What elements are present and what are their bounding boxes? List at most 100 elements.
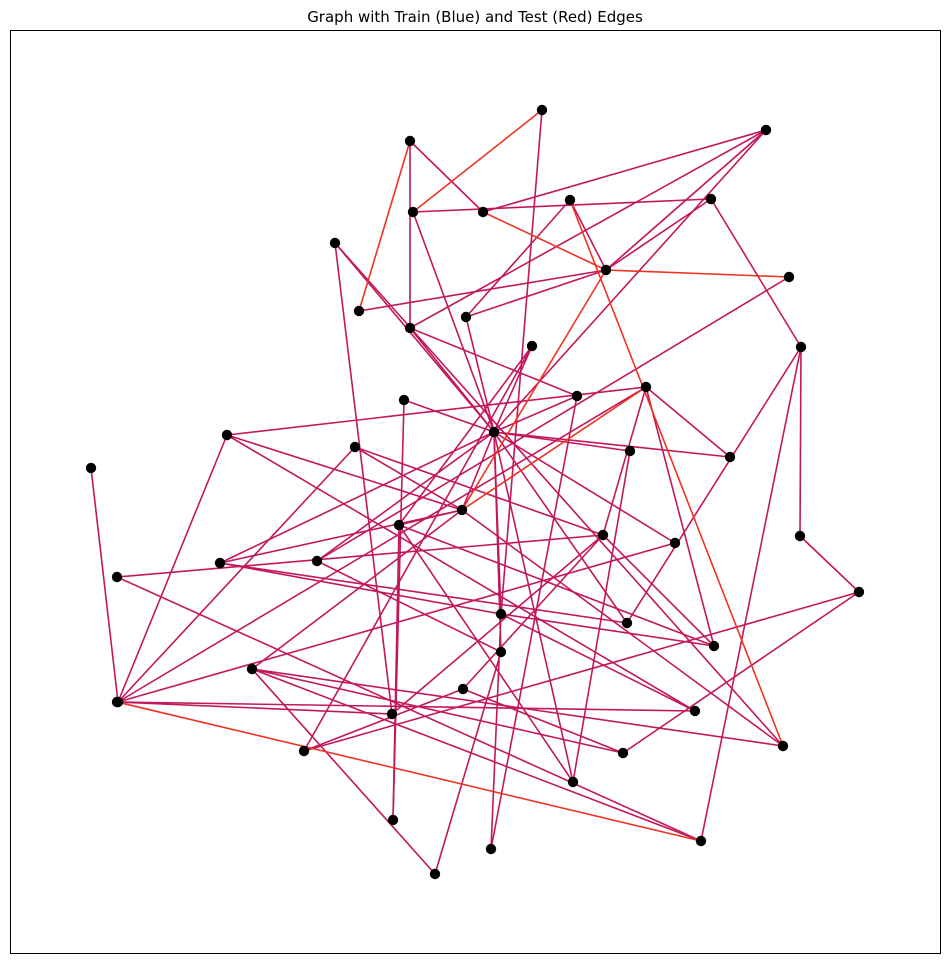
graph-node	[407, 206, 419, 218]
test-edge	[358, 140, 411, 312]
train-edge	[493, 431, 631, 452]
train-edge	[251, 668, 436, 875]
graph-node	[597, 529, 609, 541]
plot-frame	[10, 30, 941, 954]
graph-node	[495, 608, 507, 620]
graph-node	[404, 322, 416, 334]
train-edge	[602, 534, 715, 647]
graph-node	[640, 381, 652, 393]
train-edge	[403, 399, 495, 433]
train-edge	[219, 562, 628, 624]
graph-node	[760, 124, 772, 136]
graph-node	[536, 104, 548, 116]
train-edge	[219, 509, 463, 564]
train-edge	[409, 327, 578, 397]
graph-node	[329, 237, 341, 249]
train-edge	[465, 269, 607, 318]
train-edge	[219, 431, 495, 564]
graph-node	[621, 617, 633, 629]
train-edge	[398, 345, 533, 526]
graph-node	[795, 341, 807, 353]
graph-node	[393, 519, 405, 531]
graph-node	[387, 814, 399, 826]
train-edge	[226, 434, 696, 712]
train-edge	[303, 688, 464, 752]
train-edge	[251, 668, 702, 842]
train-edge	[493, 431, 502, 615]
node-layer	[85, 104, 865, 880]
graph-node	[669, 537, 681, 549]
train-edge	[799, 346, 802, 537]
graph-node	[567, 776, 579, 788]
train-edge	[645, 386, 715, 647]
train-edge	[434, 651, 502, 875]
graph-node	[298, 745, 310, 757]
train-edge	[316, 276, 790, 562]
train-edge	[392, 399, 405, 821]
train-edge	[412, 211, 495, 433]
graph-node	[488, 426, 500, 438]
graph-node	[386, 708, 398, 720]
train-edge	[569, 199, 607, 271]
test-edge	[569, 199, 784, 747]
edge-layer	[90, 109, 860, 875]
train-edge	[334, 242, 393, 715]
graph-node	[564, 194, 576, 206]
graph-node	[349, 441, 361, 453]
test-edge	[605, 269, 790, 278]
train-edge	[700, 346, 802, 842]
graph-node	[485, 843, 497, 855]
train-edge	[391, 534, 604, 715]
train-edge	[602, 386, 647, 536]
graph-node	[783, 271, 795, 283]
graph-node	[404, 135, 416, 147]
graph-node	[495, 646, 507, 658]
test-edge	[116, 701, 702, 842]
train-edge	[116, 576, 702, 842]
train-edge	[493, 431, 574, 783]
train-edge	[90, 467, 119, 703]
train-edge	[117, 386, 647, 703]
test-edge	[482, 211, 607, 271]
graph-node	[526, 340, 538, 352]
train-edge	[645, 386, 731, 458]
graph-node	[111, 696, 123, 708]
graph-node	[600, 264, 612, 276]
train-edge	[482, 129, 767, 213]
graph-node	[689, 705, 701, 717]
graph-node	[246, 663, 258, 675]
graph-node	[695, 835, 707, 847]
train-edge	[500, 109, 543, 615]
test-edge	[412, 109, 543, 213]
train-edge	[117, 434, 228, 703]
train-edge	[398, 524, 574, 783]
graph-node	[705, 193, 717, 205]
train-edge	[626, 346, 802, 624]
train-edge	[398, 524, 715, 647]
train-edge	[493, 395, 578, 433]
train-edge	[117, 701, 393, 715]
graph-node	[708, 640, 720, 652]
graph-node	[85, 462, 97, 474]
train-edge	[354, 446, 463, 511]
graph-node	[853, 586, 865, 598]
train-edge	[117, 701, 696, 712]
train-edge	[117, 446, 356, 703]
train-edge	[412, 198, 712, 213]
train-edge	[710, 198, 802, 348]
train-edge	[462, 688, 624, 754]
graph-node	[571, 390, 583, 402]
graph-node	[214, 557, 226, 569]
graph-node	[624, 445, 636, 457]
graph-node	[429, 868, 441, 880]
plot-title: Graph with Train (Blue) and Test (Red) E…	[307, 8, 643, 26]
graph-node	[456, 504, 468, 516]
train-edge	[316, 560, 502, 653]
train-edge	[116, 534, 604, 578]
train-edge	[461, 431, 495, 511]
train-edge	[493, 431, 676, 544]
train-edge	[572, 450, 631, 783]
train-edge	[117, 542, 676, 703]
